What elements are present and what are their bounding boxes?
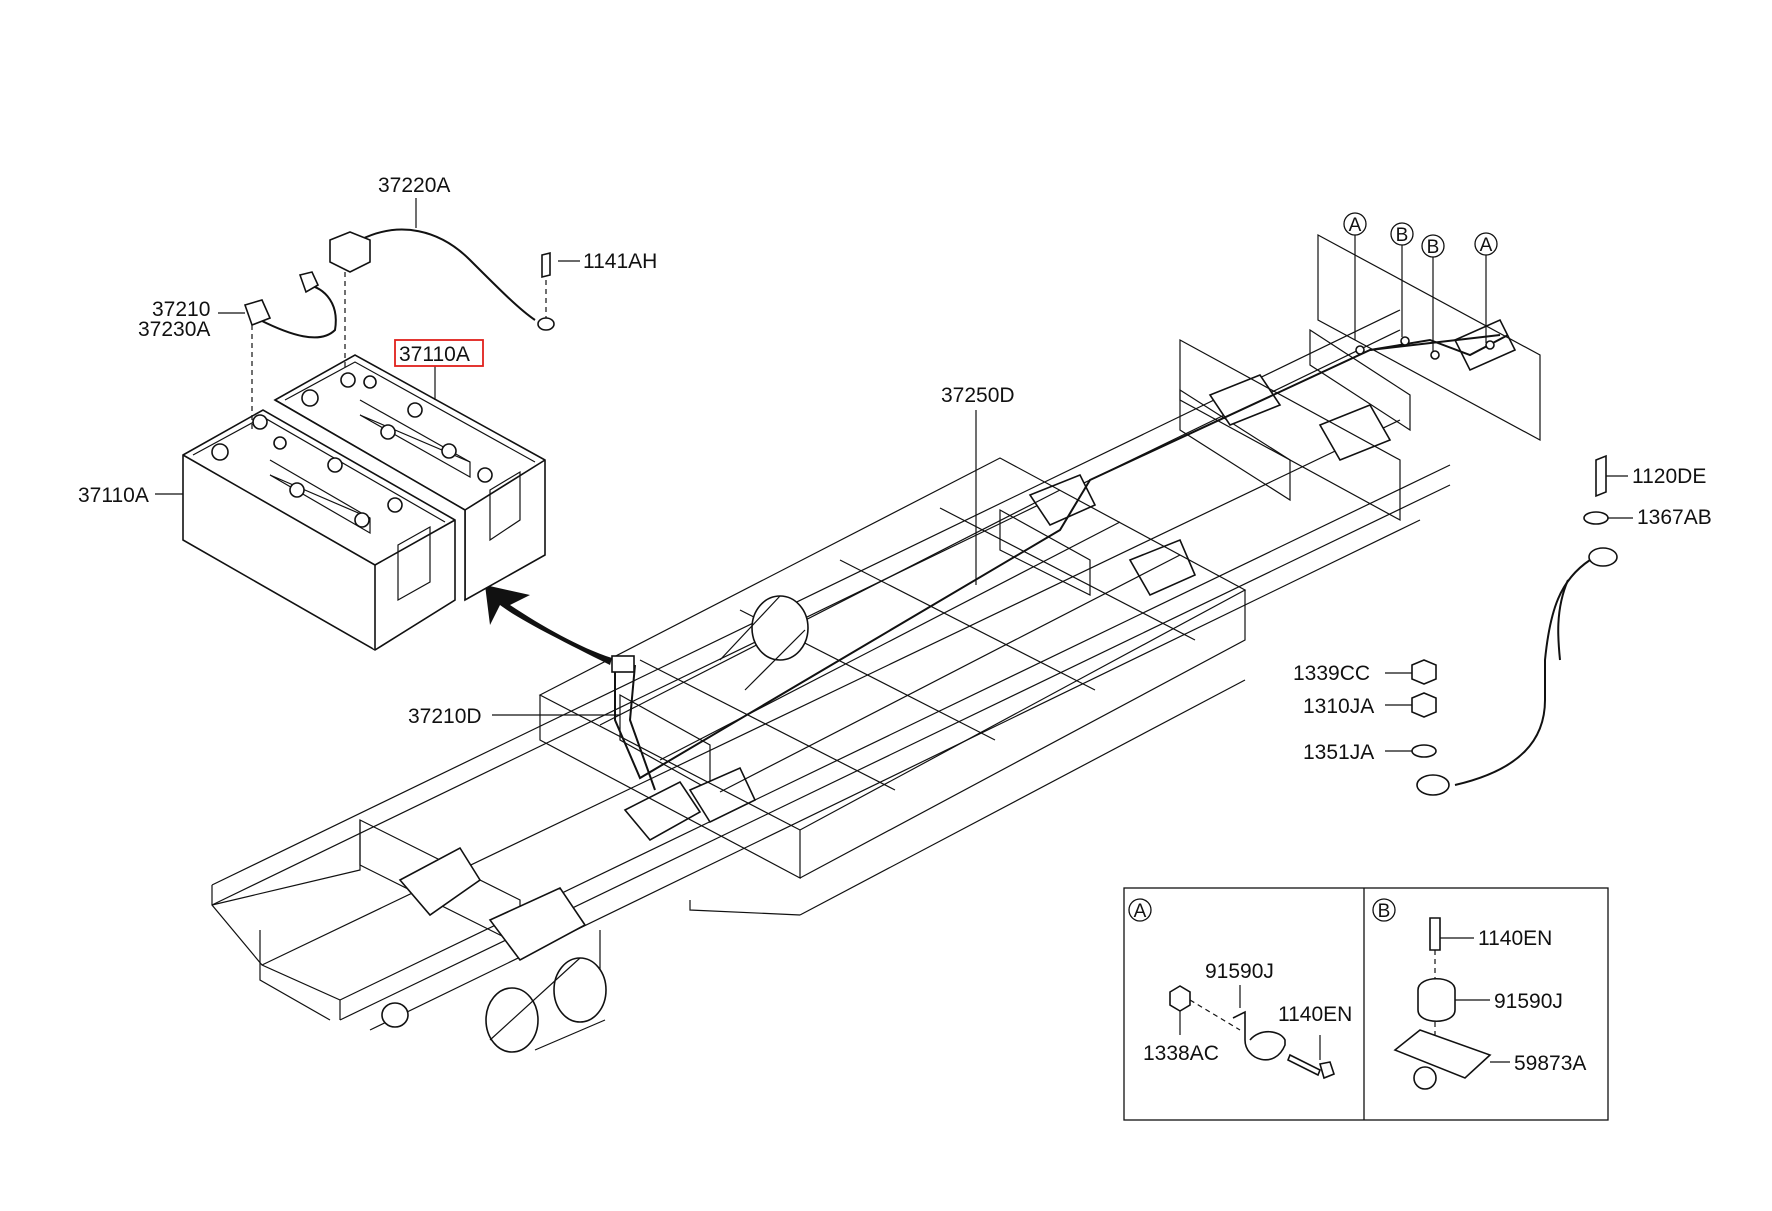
- clip-91590J-b-shape: [1417, 978, 1456, 1022]
- detail-b-marker-text: B: [1378, 901, 1391, 922]
- label-37220A: 37220A: [378, 174, 450, 197]
- label-detail-a-1338AC: 1338AC: [1143, 1042, 1219, 1065]
- battery-front: [182, 409, 456, 651]
- label-detail-a-1140EN: 1140EN: [1278, 1003, 1352, 1026]
- bolt-1141AH: [541, 251, 551, 318]
- callout-a-1: A: [1343, 212, 1367, 236]
- ground-cable: [1416, 547, 1618, 796]
- clip-91590J-shape: [1232, 1010, 1286, 1061]
- leader-lines: [155, 198, 1487, 716]
- label-37230A: 37230A: [138, 318, 210, 341]
- bolt-1140EN-b-shape: [1429, 917, 1441, 951]
- washer-1367AB: [1583, 511, 1633, 525]
- cable-37220A: [329, 228, 555, 370]
- svg-text:A: A: [1480, 235, 1493, 256]
- tank-cylinders: [381, 595, 809, 1053]
- detail-a: A: [1128, 898, 1335, 1080]
- label-1339CC: 1339CC: [1293, 662, 1370, 685]
- detail-b-marker: [1372, 898, 1396, 922]
- bolt-1120DE: [1595, 454, 1628, 498]
- harness-wire-37250D: [611, 334, 1509, 791]
- label-detail-b-1140EN: 1140EN: [1478, 927, 1552, 950]
- rear-plate: [1317, 233, 1541, 442]
- cross-members: [359, 328, 1411, 946]
- label-detail-a-91590J: 91590J: [1205, 960, 1274, 983]
- label-37110A-highlight[interactable]: 37110A: [399, 343, 470, 366]
- svg-text:B: B: [1396, 225, 1409, 246]
- label-37250D: 37250D: [941, 384, 1015, 407]
- nut-1310JA: [1385, 692, 1437, 718]
- callout-b-1: B: [1390, 222, 1414, 246]
- label-1367AB: 1367AB: [1637, 506, 1712, 529]
- cable-37210: [243, 271, 337, 430]
- label-detail-b-91590J: 91590J: [1494, 990, 1563, 1013]
- nut-1338AC-shape: [1169, 985, 1191, 1012]
- callout-a-2: A: [1474, 232, 1498, 256]
- label-1351JA: 1351JA: [1303, 741, 1374, 764]
- label-37210: 37210: [152, 298, 210, 321]
- label-37110A: 37110A: [78, 484, 149, 507]
- svg-text:B: B: [1427, 237, 1440, 258]
- detail-a-marker-text: A: [1134, 901, 1147, 922]
- label-1120DE: 1120DE: [1632, 465, 1706, 488]
- bracket-59873A-shape: [1393, 1029, 1492, 1079]
- highlight-box-37110A: [394, 339, 484, 367]
- label-1310JA: 1310JA: [1303, 695, 1374, 718]
- direction-arrow: [485, 585, 612, 665]
- bolt-1140EN-a-shape: [1286, 1053, 1322, 1077]
- callout-b-2: B: [1421, 234, 1445, 258]
- battery-tray: [538, 457, 1247, 916]
- label-1141AH: 1141AH: [583, 250, 657, 273]
- detail-b: B: [1372, 898, 1510, 1090]
- label-37210D: 37210D: [408, 705, 482, 728]
- svg-text:A: A: [1349, 215, 1362, 236]
- label-detail-b-59873A: 59873A: [1514, 1052, 1586, 1075]
- detail-panel: [1123, 887, 1609, 1121]
- nut-1339CC: [1385, 659, 1437, 685]
- washer-1351JA: [1385, 744, 1437, 758]
- detail-a-marker: [1128, 898, 1152, 922]
